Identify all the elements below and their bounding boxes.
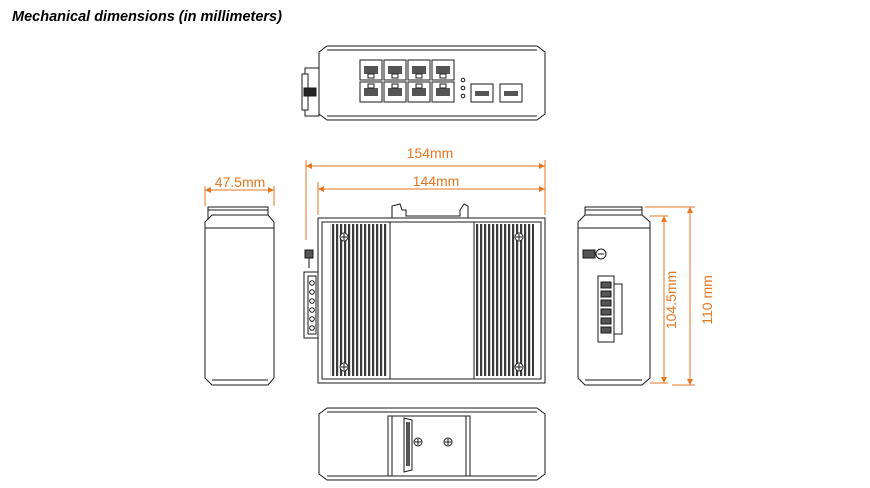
front-view: [303, 203, 546, 384]
screw-icon: [339, 232, 524, 372]
dimension-144mm: [317, 182, 546, 215]
led-indicators: [460, 77, 466, 99]
sfp-port-group: [470, 83, 523, 103]
dimension-label-body-width: 144mm: [413, 173, 460, 189]
terminal-block-side: [597, 275, 623, 343]
dimension-label-depth: 47.5mm: [215, 174, 266, 190]
left-side-view: [204, 206, 275, 386]
dimension-47-5mm: [204, 186, 275, 206]
dimension-label-body-height: 104.5mm: [663, 271, 679, 329]
bottom-view: [318, 407, 546, 481]
page-title: Mechanical dimensions (in millimeters): [12, 9, 282, 25]
rj45-port-group: [359, 59, 455, 103]
dimension-label-overall-height: 110 mm: [699, 275, 715, 325]
right-side-view: [577, 206, 651, 386]
ground-screw-icon: [582, 248, 607, 260]
mount-screw-icon: [413, 437, 453, 447]
dimension-104-5mm: [650, 215, 668, 384]
top-view: [301, 45, 546, 121]
dimension-110mm: [645, 206, 695, 386]
terminal-block: [303, 271, 319, 339]
dimension-label-overall-width: 154mm: [407, 145, 454, 161]
